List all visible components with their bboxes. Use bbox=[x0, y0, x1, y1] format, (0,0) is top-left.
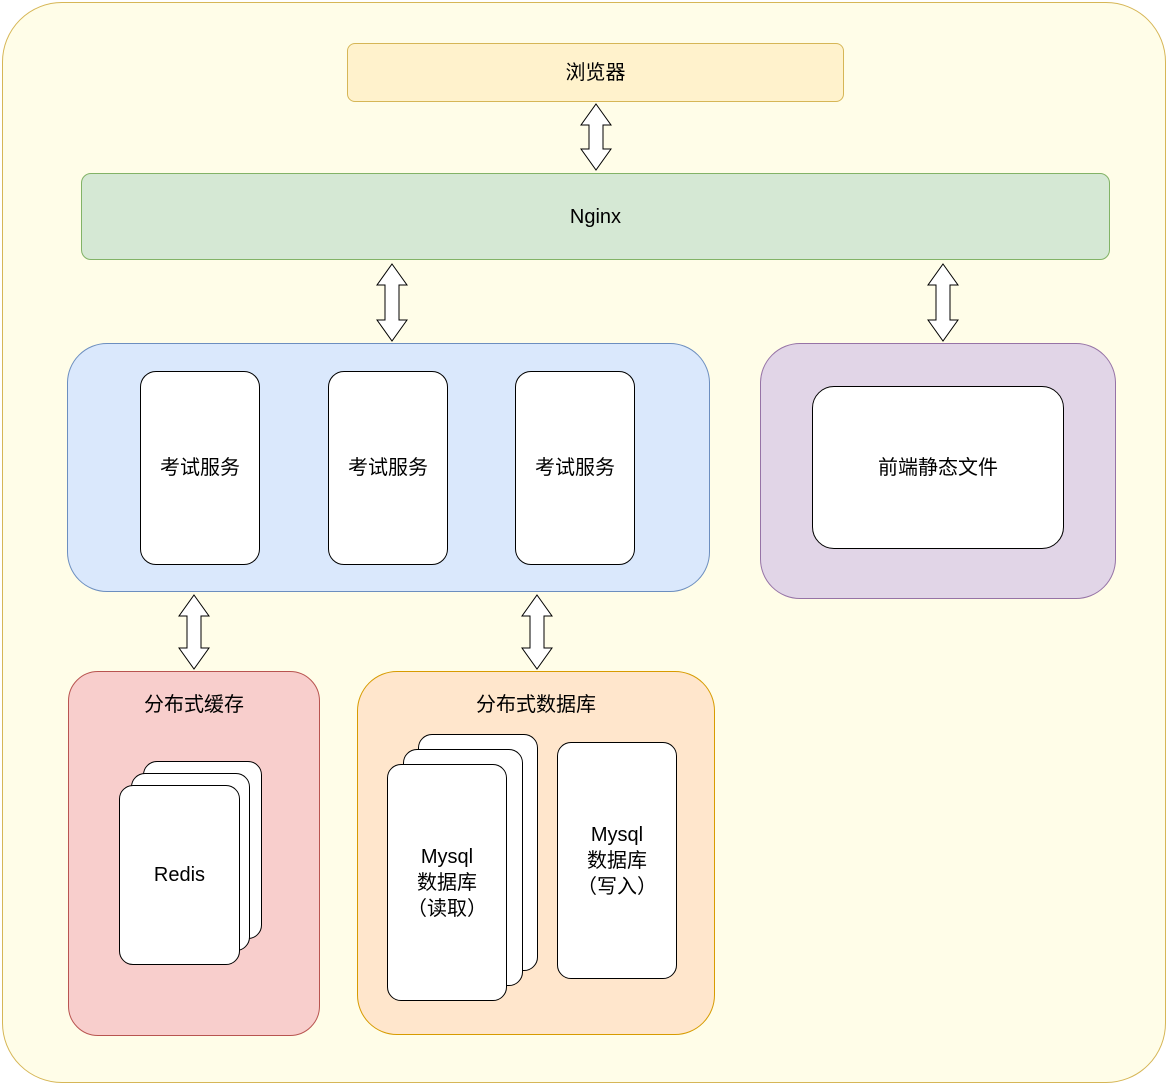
double-arrow-services-database bbox=[521, 594, 553, 670]
double-arrow-nginx-services bbox=[376, 263, 408, 342]
redis-node: Redis bbox=[119, 785, 240, 965]
nginx-label: Nginx bbox=[569, 205, 622, 228]
exam-service-node: 考试服务 bbox=[328, 371, 448, 565]
static-files-label: 前端静态文件 bbox=[878, 456, 998, 479]
mysql-read-node: Mysql 数据库 （读取） bbox=[387, 764, 507, 1001]
redis-label: Redis bbox=[153, 864, 206, 886]
nginx-node: Nginx bbox=[81, 173, 1110, 260]
double-arrow-nginx-static bbox=[927, 263, 959, 342]
exam-service-label: 考试服务 bbox=[535, 457, 615, 479]
exam-service-node: 考试服务 bbox=[515, 371, 635, 565]
mysql-read-label: Mysql 数据库 （读取） bbox=[407, 845, 487, 920]
double-arrow-browser-nginx bbox=[580, 103, 612, 171]
mysql-write-node: Mysql 数据库 （写入） bbox=[557, 742, 677, 979]
cache-title: 分布式缓存 bbox=[68, 688, 320, 722]
exam-service-label: 考试服务 bbox=[348, 457, 428, 479]
exam-service-label: 考试服务 bbox=[160, 457, 240, 479]
browser-label: 浏览器 bbox=[565, 61, 626, 84]
browser-node: 浏览器 bbox=[347, 43, 844, 102]
double-arrow-services-cache bbox=[178, 594, 210, 670]
exam-service-node: 考试服务 bbox=[140, 371, 260, 565]
database-title-label: 分布式数据库 bbox=[476, 694, 596, 716]
static-files-node: 前端静态文件 bbox=[812, 386, 1064, 549]
database-title: 分布式数据库 bbox=[357, 688, 715, 722]
mysql-write-label: Mysql 数据库 （写入） bbox=[577, 823, 657, 898]
cache-title-label: 分布式缓存 bbox=[144, 694, 244, 716]
